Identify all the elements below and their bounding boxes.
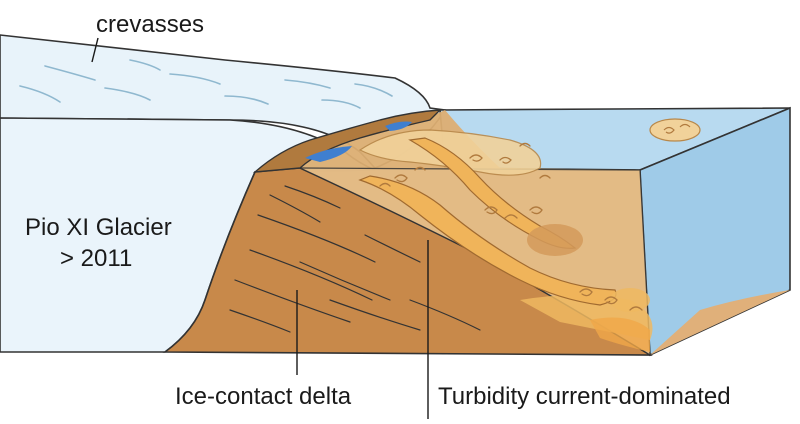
ice-contact-delta-label: Ice-contact delta bbox=[175, 383, 352, 410]
seafloor-lobe-2 bbox=[590, 317, 650, 352]
top-clip-area bbox=[95, 0, 225, 5]
glacier-name-label: Pio XI Glacier bbox=[25, 214, 172, 241]
lobe-deposit bbox=[527, 224, 583, 256]
meltwater-pool bbox=[305, 146, 352, 162]
lobe-deposit-2 bbox=[610, 288, 650, 312]
turbidity-swirls bbox=[379, 142, 643, 311]
iceberg-plume bbox=[649, 118, 701, 142]
side-face-sediment bbox=[650, 290, 790, 355]
plume-swirls bbox=[663, 123, 691, 134]
crevasse-lines bbox=[19, 59, 393, 109]
meltwater-pool-2 bbox=[385, 121, 412, 131]
glacier-year-label: > 2011 bbox=[60, 245, 132, 272]
crevasses-label: crevasses bbox=[96, 11, 204, 38]
foreset-bedding-lines bbox=[229, 185, 481, 333]
turbidity-label: Turbidity current-dominated bbox=[438, 383, 731, 410]
crevasses-leader-line bbox=[91, 37, 99, 63]
